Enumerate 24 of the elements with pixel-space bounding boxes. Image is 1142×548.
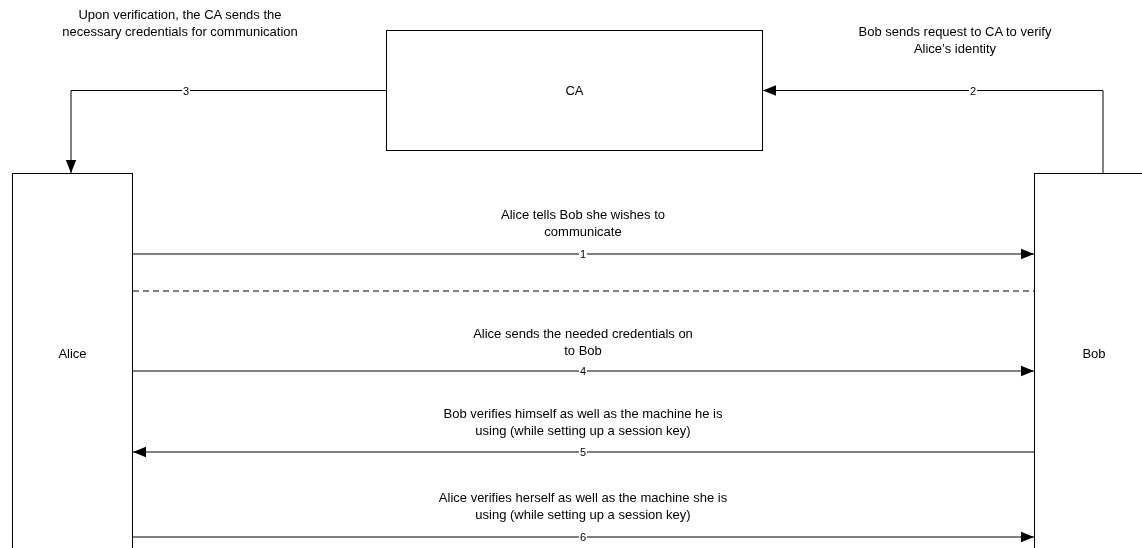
participant-name: Alice — [58, 346, 87, 361]
arrow — [132, 365, 1035, 377]
message-text: Bob verifies himself as well as the machine he is using (while setting up a session key) — [442, 405, 724, 439]
message-text: Alice tells Bob she wishes to communicate — [500, 206, 666, 240]
arrow — [132, 531, 1035, 543]
step-number: 2 — [968, 84, 978, 97]
participant-box — [386, 30, 763, 151]
step-number: 5 — [578, 446, 588, 458]
participant-name: Bob — [1082, 346, 1106, 361]
arrow — [762, 85, 1104, 174]
step-number: 3 — [181, 84, 191, 97]
arrow — [132, 446, 1035, 458]
participant-box — [1034, 173, 1142, 548]
participant-box — [12, 173, 133, 548]
step-number: 6 — [578, 531, 588, 543]
message-text: Upon verification, the CA sends the necessary credentials for communication — [61, 6, 299, 40]
message-text: Alice verifies herself as well as the machine she is using (while setting up a session key) — [437, 489, 729, 523]
step-number: 1 — [578, 248, 588, 260]
arrow — [132, 248, 1035, 260]
message-text: Bob sends request to CA to verify Alice’s identity — [857, 23, 1053, 57]
message-text: Alice sends the needed credentials on to Bob — [472, 325, 694, 359]
step-number: 4 — [578, 365, 588, 377]
arrow — [65, 90, 387, 174]
participant-name: CA — [565, 83, 584, 98]
